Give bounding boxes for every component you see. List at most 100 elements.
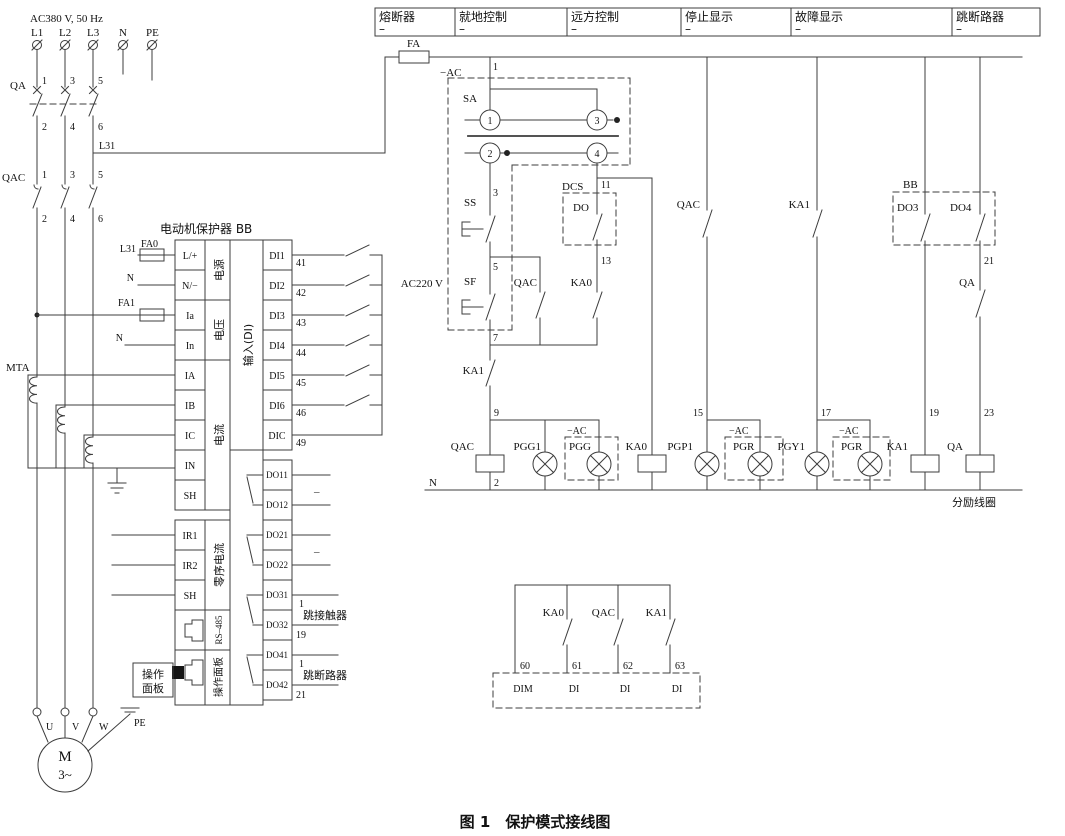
- neg-ac-label: −AC: [440, 67, 461, 79]
- ka1-nc-contact-label: KA1: [463, 365, 484, 377]
- svg-text:44: 44: [296, 348, 306, 359]
- fuse-fa0-icon: [139, 248, 165, 262]
- ac220-label: AC220 V: [401, 278, 443, 290]
- breaker-qa: QA 1 3 5 2 4 6 L31: [10, 56, 386, 185]
- svg-text:DO12: DO12: [266, 500, 288, 510]
- qa-trip-contact-label: QA: [959, 277, 975, 289]
- svg-text:Ia: Ia: [186, 311, 194, 322]
- local-control-station: 1 SA 1 3 2 4 AC220 V 3 SS: [401, 56, 631, 346]
- svg-text:DI3: DI3: [269, 311, 285, 322]
- wire-60: 60: [520, 661, 530, 672]
- header-cell-remote-control: 远方控制: [571, 9, 619, 24]
- header-cell-fault-display: 故障显示: [795, 9, 843, 24]
- pgy1-lamp-icon: [804, 419, 830, 491]
- svg-text:1: 1: [42, 76, 47, 87]
- motor-pe-ground-icon: PE: [87, 707, 146, 752]
- feed-fa0-label: FA0: [141, 239, 158, 250]
- contactor-contact-icons: [32, 184, 98, 209]
- svg-text:49: 49: [296, 438, 306, 449]
- wire-2: 2: [494, 478, 499, 489]
- dcs-terminal-di2: DI: [620, 684, 631, 695]
- ka1-coil-icon: [910, 454, 940, 473]
- qa-trip-contact-icon: [975, 289, 986, 318]
- ka1-contact-icon: [812, 209, 823, 238]
- wire-21: 21: [984, 256, 994, 267]
- control-bus: FA −AC: [384, 38, 1023, 79]
- wire-11: 11: [601, 180, 611, 191]
- motor-pe-label: PE: [134, 718, 146, 729]
- fuse-fa-label: FA: [407, 38, 420, 50]
- do1-dash: –: [313, 486, 320, 498]
- ct-mta-label: MTA: [6, 362, 30, 374]
- contactor-qac: QAC 1 3 5 2 4 6: [2, 170, 103, 225]
- pgg1-lamp-label: PGG1: [513, 441, 541, 453]
- svg-text:DI4: DI4: [269, 341, 285, 352]
- wire-17: 17: [821, 408, 831, 419]
- do3-contact-icon: [920, 213, 931, 242]
- svg-text:DI2: DI2: [269, 281, 285, 292]
- svg-text:DI5: DI5: [269, 371, 285, 382]
- motor-protector-bb: 电动机保护器 BB L31 FA0 N FA1 N: [34, 222, 293, 706]
- bb-dashed-box: [892, 191, 996, 246]
- svg-text:21: 21: [296, 690, 306, 701]
- qa-shunt-coil-icon: [965, 454, 995, 473]
- panel-box-line2: 面板: [142, 681, 164, 695]
- fuse-fa-icon: [398, 50, 430, 64]
- supply-terminal-icons: [31, 39, 158, 51]
- phase-n-label: N: [119, 27, 127, 39]
- dcs-do-contact-icon: [592, 213, 603, 241]
- feed-n2-label: N: [116, 333, 123, 344]
- header-dash: –: [571, 22, 577, 36]
- ka0-contact-icon: [592, 291, 603, 319]
- svg-text:IR2: IR2: [183, 561, 198, 572]
- dcs-do-label: DO: [573, 202, 589, 214]
- bb-do3-label: DO3: [897, 202, 919, 214]
- phase-l3-label: L3: [87, 27, 100, 39]
- neutral-bus: N: [424, 477, 1023, 491]
- ac-tag-3: −AC: [839, 426, 859, 437]
- dcs-ka0-contact-icon: [562, 618, 573, 646]
- motor-circle-icon: [37, 737, 93, 793]
- dcs-terminal-di1: DI: [569, 684, 580, 695]
- wire-63: 63: [675, 661, 685, 672]
- svg-text:DO41: DO41: [266, 650, 288, 660]
- svg-text:IA: IA: [185, 371, 196, 382]
- motor-v-label: V: [72, 722, 80, 733]
- dcs-remote-control: 11 DCS DO 13 KA0: [562, 162, 653, 346]
- group-rs485: RS–485: [214, 615, 224, 645]
- header-dash: –: [459, 22, 465, 36]
- pgg-lamp-label: PGG: [569, 441, 591, 453]
- svg-text:L/+: L/+: [183, 251, 198, 262]
- qac-nc-contact-label: QAC: [677, 199, 700, 211]
- ka0-contact-label: KA0: [571, 277, 593, 289]
- svg-text:SH: SH: [184, 591, 197, 602]
- supply-rating-label: AC380 V, 50 Hz: [30, 13, 103, 25]
- phase-pe-label: PE: [146, 27, 159, 39]
- svg-text:4: 4: [70, 214, 75, 225]
- header-cell-trip-breaker: 跳断路器: [956, 9, 1004, 24]
- wire-7: 7: [493, 333, 498, 344]
- do4-contact-icon: [975, 213, 986, 242]
- wire-62: 62: [623, 661, 633, 672]
- ka0-coil-icon: [637, 454, 667, 473]
- svg-text:DO32: DO32: [266, 620, 288, 630]
- dcs-terminal-dim: DIM: [513, 684, 533, 695]
- ss-pushbutton-icon: [461, 215, 496, 243]
- ac-tag-1: −AC: [567, 426, 587, 437]
- motor-u-label: U: [46, 722, 54, 733]
- wire-15: 15: [693, 408, 703, 419]
- svg-text:5: 5: [98, 170, 103, 181]
- ka0-coil-label: KA0: [626, 441, 648, 453]
- ka1-coil-label: KA1: [887, 441, 908, 453]
- feed-fa1-label: FA1: [118, 298, 135, 309]
- qac-aux-contact-icon: [535, 291, 546, 319]
- svg-text:3: 3: [70, 76, 75, 87]
- pgg-lamp-icon: [586, 451, 612, 477]
- breaker-qa-label: QA: [10, 80, 26, 92]
- svg-text:46: 46: [296, 408, 306, 419]
- qa-coil-label: QA: [947, 441, 963, 453]
- panel-plug-icon: [172, 666, 184, 679]
- di-field-wiring: 41 42 43 44 45 46 49: [291, 244, 383, 449]
- pgp1-lamp-icon: [694, 419, 720, 491]
- wire-9: 9: [494, 408, 499, 419]
